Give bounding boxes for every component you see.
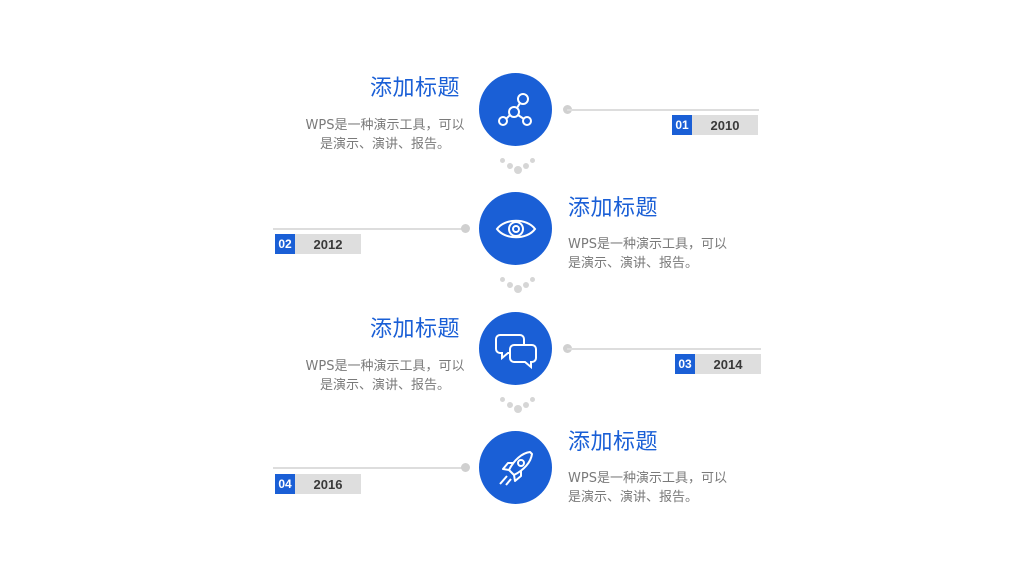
item-3-line — [567, 348, 761, 350]
item-4-number: 04 — [275, 474, 295, 494]
item-1-title: 添加标题 — [370, 76, 461, 101]
item-4-title: 添加标题 — [568, 430, 659, 455]
eye-icon — [495, 219, 536, 238]
item-4-badge: 04 2016 — [275, 474, 361, 494]
item-2-badge: 02 2012 — [275, 234, 361, 254]
item-4-line — [273, 467, 465, 469]
item-3-number: 03 — [675, 354, 695, 374]
item-1-badge: 01 2010 — [672, 115, 758, 135]
item-2-knob — [461, 224, 470, 233]
item-3-desc: WPS是一种演示工具，可以是演示、演讲、报告。 — [305, 359, 465, 393]
item-4-knob — [461, 463, 470, 472]
item-3-year: 2014 — [695, 354, 761, 374]
item-4-circle — [479, 431, 552, 504]
item-2-number: 02 — [275, 234, 295, 254]
item-2-circle — [479, 192, 552, 265]
item-2-desc: WPS是一种演示工具，可以是演示、演讲、报告。 — [568, 237, 727, 271]
item-4-desc: WPS是一种演示工具，可以是演示、演讲、报告。 — [568, 471, 727, 505]
item-1-desc: WPS是一种演示工具，可以是演示、演讲、报告。 — [305, 118, 465, 152]
connector-dots-3 — [500, 397, 535, 415]
item-1-line — [567, 109, 759, 111]
chat-bubbles-icon — [494, 333, 537, 369]
connector-dots-1 — [500, 158, 535, 176]
connector-dots-2 — [500, 277, 535, 295]
item-3-title: 添加标题 — [370, 317, 461, 342]
rocket-icon — [498, 450, 533, 486]
item-4-year: 2016 — [295, 474, 361, 494]
item-2-line — [273, 228, 465, 230]
item-1-year: 2010 — [692, 115, 758, 135]
item-3-badge: 03 2014 — [675, 354, 761, 374]
network-nodes-icon — [497, 92, 532, 126]
item-2-year: 2012 — [295, 234, 361, 254]
item-1-number: 01 — [672, 115, 692, 135]
item-1-circle — [479, 73, 552, 146]
item-3-circle — [479, 312, 552, 385]
item-2-title: 添加标题 — [568, 196, 659, 221]
